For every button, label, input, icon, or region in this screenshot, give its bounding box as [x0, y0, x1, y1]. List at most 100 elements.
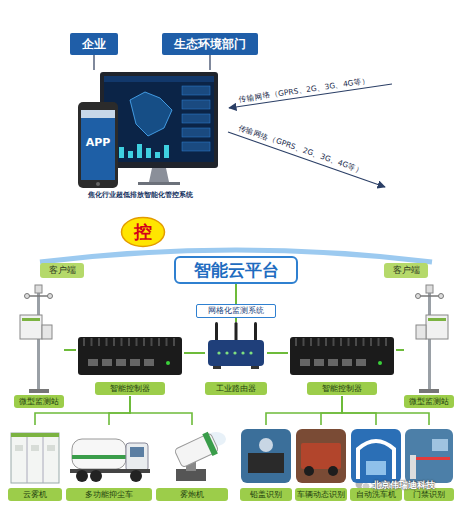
connector-line — [209, 55, 210, 70]
truck-wheel — [76, 470, 88, 482]
dust-truck: 多功能抑尘车 — [66, 425, 152, 502]
cabinet-door — [43, 437, 44, 483]
app-label: APP — [81, 136, 115, 149]
station-base — [419, 389, 439, 393]
connector-line — [235, 318, 237, 322]
sensor-cup — [48, 294, 53, 299]
router-antenna — [215, 322, 218, 342]
station-cabinet — [20, 315, 42, 339]
cabinet-vent — [15, 445, 23, 451]
router-body — [208, 340, 264, 366]
station-pole — [428, 291, 431, 391]
connector-line — [109, 396, 130, 425]
photo-detail — [366, 461, 386, 475]
cabinet-stripe — [428, 318, 446, 321]
router-antenna — [254, 322, 257, 342]
heat-fin — [98, 338, 100, 346]
fog-cannon: 雾炮机 — [156, 425, 228, 502]
io-port — [300, 359, 310, 366]
control-badge: 控 — [120, 216, 166, 248]
heat-fin — [173, 338, 175, 346]
screen-bar — [155, 152, 160, 158]
connector-line — [235, 284, 237, 304]
recognition-photo: 铅盖识别 — [240, 425, 292, 502]
grid-label: 网格化监测系统 — [197, 305, 275, 317]
router-led — [241, 351, 244, 354]
heat-fin — [121, 338, 123, 346]
screen-bar — [164, 145, 169, 158]
io-port — [144, 359, 154, 366]
phone-button — [96, 182, 100, 186]
phone-body — [78, 102, 118, 188]
sensor-cup — [439, 294, 444, 299]
monitor-base — [138, 182, 180, 185]
cabinet-vent — [31, 445, 39, 451]
heat-fin — [355, 338, 357, 346]
controller-case — [78, 337, 182, 375]
network-arrow — [228, 132, 385, 187]
gate-photo: 门禁识别 — [404, 425, 454, 502]
photo-frame — [241, 429, 291, 483]
router-foot — [251, 366, 259, 369]
sensor-cup — [416, 294, 421, 299]
sensor-head — [426, 285, 433, 293]
device-label: 智能控制器 — [307, 382, 377, 395]
org-box: 企业 — [70, 33, 118, 55]
photo-frame — [351, 429, 401, 483]
box-label: 企业 — [70, 33, 118, 55]
connector-line — [64, 349, 76, 351]
truck-wheel — [130, 470, 142, 482]
client-tag: 客户端 — [40, 263, 84, 278]
monitor-system-art — [60, 70, 220, 203]
io-port — [102, 359, 112, 366]
network-label: 传输网络（GPRS、2G、3G、4G等） — [237, 123, 365, 176]
photo-detail — [358, 441, 394, 479]
cabinet-stripe — [11, 433, 59, 437]
status-led — [166, 361, 170, 365]
barrel-ring — [202, 432, 218, 456]
sensor-cup — [25, 294, 30, 299]
connector-line — [396, 349, 404, 351]
photo-detail — [259, 438, 273, 452]
recognition-photo: 车辆动态识别 — [295, 425, 347, 502]
grid-monitor-box: 网格化监测系统 — [196, 304, 276, 318]
heat-fin — [318, 338, 320, 346]
sampler-box — [416, 325, 426, 339]
heat-fin — [151, 338, 153, 346]
heat-fin — [340, 338, 342, 346]
system-caption: 焦化行业超低排放智能化管控系统 — [60, 190, 220, 200]
watermark: 北京伟瑞迪科技 — [372, 479, 435, 492]
heat-fin — [310, 338, 312, 346]
device-label: 智能控制器 — [95, 382, 165, 395]
io-port — [88, 359, 98, 366]
io-port — [116, 359, 126, 366]
sensor-arm — [27, 295, 50, 297]
micro-station: 微型监测站 — [404, 285, 454, 409]
router-led — [217, 351, 220, 354]
sensor-arm — [418, 295, 441, 297]
photo-detail — [304, 466, 314, 476]
photo-detail — [248, 453, 284, 473]
heat-fin — [136, 338, 138, 346]
cabinet-stripe — [22, 318, 40, 321]
box-label: 生态环境部门 — [162, 33, 258, 55]
washer-photo: 自动洗车机 — [350, 425, 402, 502]
device-label: 车辆动态识别 — [295, 488, 347, 501]
controller-case — [290, 337, 394, 375]
photo-detail — [432, 439, 448, 451]
micro-station-art — [404, 285, 454, 409]
device-label: 雾炮机 — [156, 488, 228, 501]
device-label: 多功能抑尘车 — [66, 488, 152, 501]
photo-detail — [410, 455, 416, 479]
smart-controller: 智能控制器 — [288, 333, 396, 396]
device-label: 微型监测站 — [404, 395, 454, 408]
cabinet-door — [27, 437, 28, 483]
status-led — [378, 361, 382, 365]
monitor-stand — [149, 168, 169, 182]
heat-fin — [303, 338, 305, 346]
org-box: 生态环境部门 — [162, 33, 258, 55]
cabinet-body — [11, 433, 59, 483]
connector-line — [184, 352, 205, 354]
device-label: 铅盖识别 — [240, 488, 292, 501]
screen-panel — [182, 128, 210, 137]
